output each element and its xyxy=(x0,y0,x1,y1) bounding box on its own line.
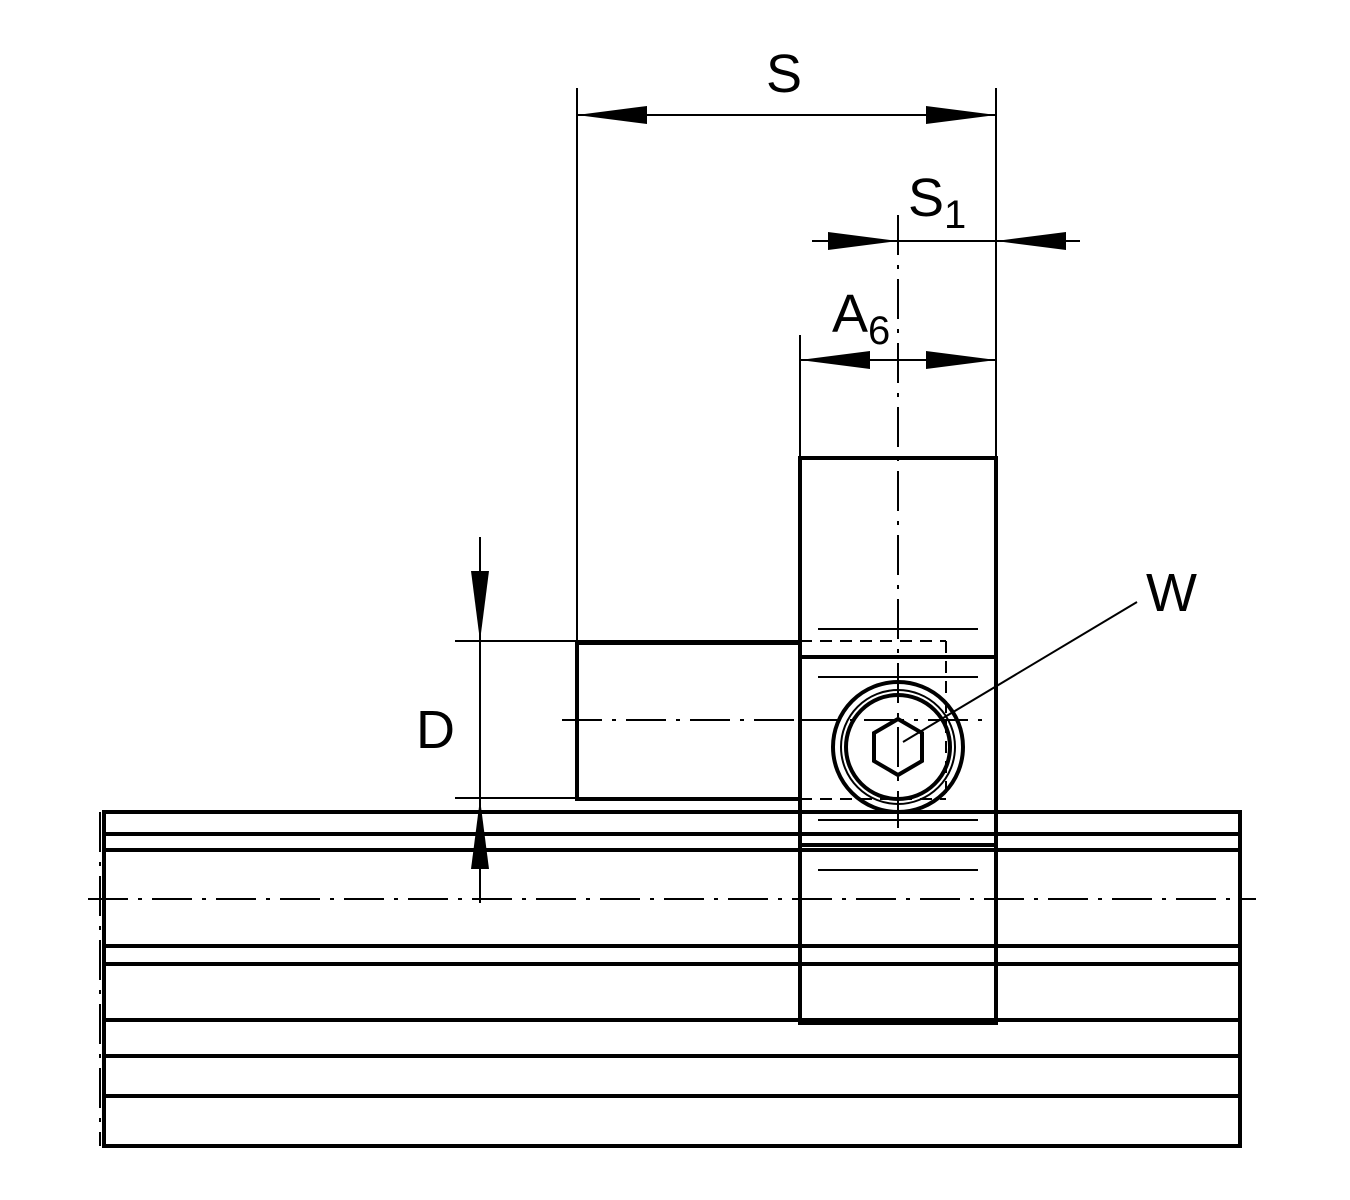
arrowhead xyxy=(926,106,996,124)
arrowhead xyxy=(926,351,996,369)
dimension-s: S xyxy=(576,44,997,643)
hex-socket-icon xyxy=(872,716,924,778)
label-a6: A6 xyxy=(832,284,890,353)
label-d: D xyxy=(416,700,455,760)
leader-line xyxy=(902,601,1138,743)
label-w: W xyxy=(1146,563,1197,623)
arrowhead xyxy=(577,106,647,124)
dimension-d: D xyxy=(416,537,800,903)
guide-rail xyxy=(99,810,1242,1148)
dimension-s1: S1 xyxy=(812,168,1080,250)
dimension-a6: A6 xyxy=(799,284,996,458)
arrowhead xyxy=(996,232,1066,250)
label-s1: S1 xyxy=(908,168,966,237)
leader-w: W xyxy=(902,563,1197,743)
arrowhead xyxy=(471,799,489,869)
rail-outline xyxy=(102,810,1242,1148)
arrowhead xyxy=(800,351,870,369)
arrowhead xyxy=(471,571,489,641)
arrowhead xyxy=(828,232,898,250)
label-s: S xyxy=(766,44,802,104)
